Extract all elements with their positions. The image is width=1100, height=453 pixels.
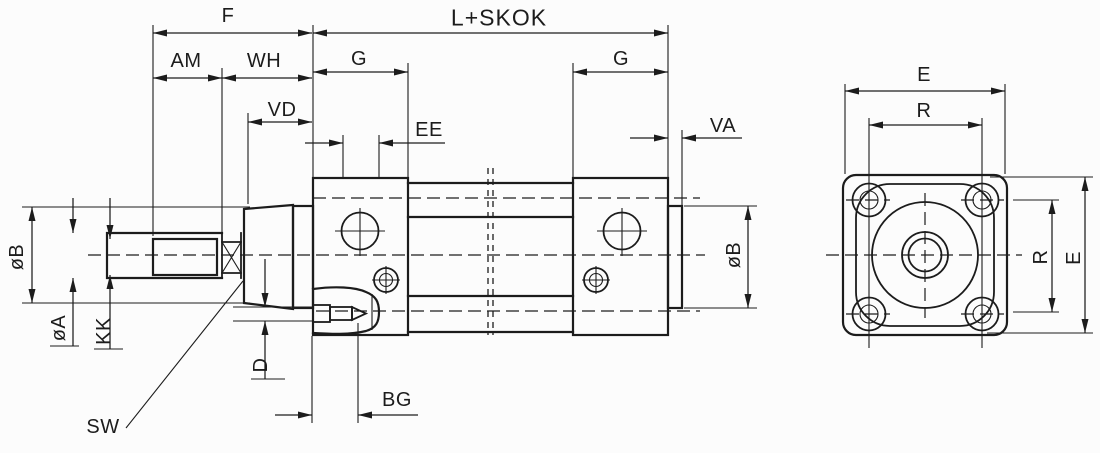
rod-gland-collar: [242, 203, 295, 311]
front-end-cap: [311, 176, 410, 337]
dim-label-am: AM: [170, 50, 202, 72]
dim-label-g-right: G: [612, 48, 630, 70]
dim-label-g-left: G: [350, 48, 368, 70]
end-view-dimensions: [844, 84, 1093, 334]
dim-label-dia-b-left: øB: [6, 243, 28, 271]
rear-port: [597, 208, 647, 256]
front-port: [335, 208, 385, 256]
main-view: [22, 25, 757, 429]
rod-hole-outer: [901, 231, 949, 279]
dim-label-l-plus-skok: L+SKOK: [450, 4, 548, 31]
sw-leader-line: [125, 280, 244, 429]
dim-label-dia-a: øA: [48, 314, 70, 342]
end-view: [826, 84, 1093, 348]
dim-label-sw: SW: [86, 416, 120, 438]
cushion-screw: [312, 304, 369, 323]
gland-spacer: [291, 204, 315, 310]
dim-label-wh: WH: [246, 50, 282, 72]
dim-label-e-top: E: [917, 64, 931, 86]
dimension-lines-bottom: [233, 259, 418, 423]
rod-thread-kk: [151, 237, 219, 277]
rear-tie-rod-nut: [582, 266, 610, 294]
tie-rod-holes: [851, 182, 1000, 332]
dim-label-bg: BG: [382, 389, 412, 411]
dim-label-vd: VD: [267, 99, 297, 121]
cylinder-tube: [406, 181, 575, 334]
cylinder-bore-circle: [871, 201, 979, 309]
dim-label-ee: EE: [415, 119, 443, 141]
piston-rod: [105, 231, 224, 280]
dimension-lines-left: [22, 198, 250, 429]
rear-pilot-boss: [666, 204, 684, 310]
cap-inner-profile: [855, 183, 995, 327]
dimension-lines-top: [152, 25, 742, 241]
end-cap-flange: [841, 173, 1009, 337]
dim-label-r-top: R: [916, 100, 932, 122]
rod-hole-inner: [907, 237, 943, 273]
dim-label-r-side: R: [1030, 249, 1052, 265]
dimension-lines-right: [684, 205, 757, 309]
front-tie-rod-nut: [372, 266, 400, 294]
dim-label-f: F: [221, 5, 235, 27]
dim-label-kk: KK: [93, 317, 115, 345]
dim-label-d: D: [250, 357, 272, 373]
dim-label-e-side: E: [1063, 251, 1085, 265]
dim-label-va: VA: [709, 115, 737, 137]
dim-label-dia-b-right: øB: [723, 241, 745, 269]
cushion-boss: [311, 286, 381, 335]
